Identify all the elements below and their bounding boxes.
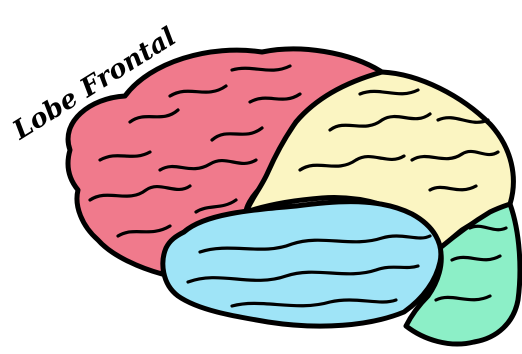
temporal-lobe bbox=[163, 202, 441, 326]
